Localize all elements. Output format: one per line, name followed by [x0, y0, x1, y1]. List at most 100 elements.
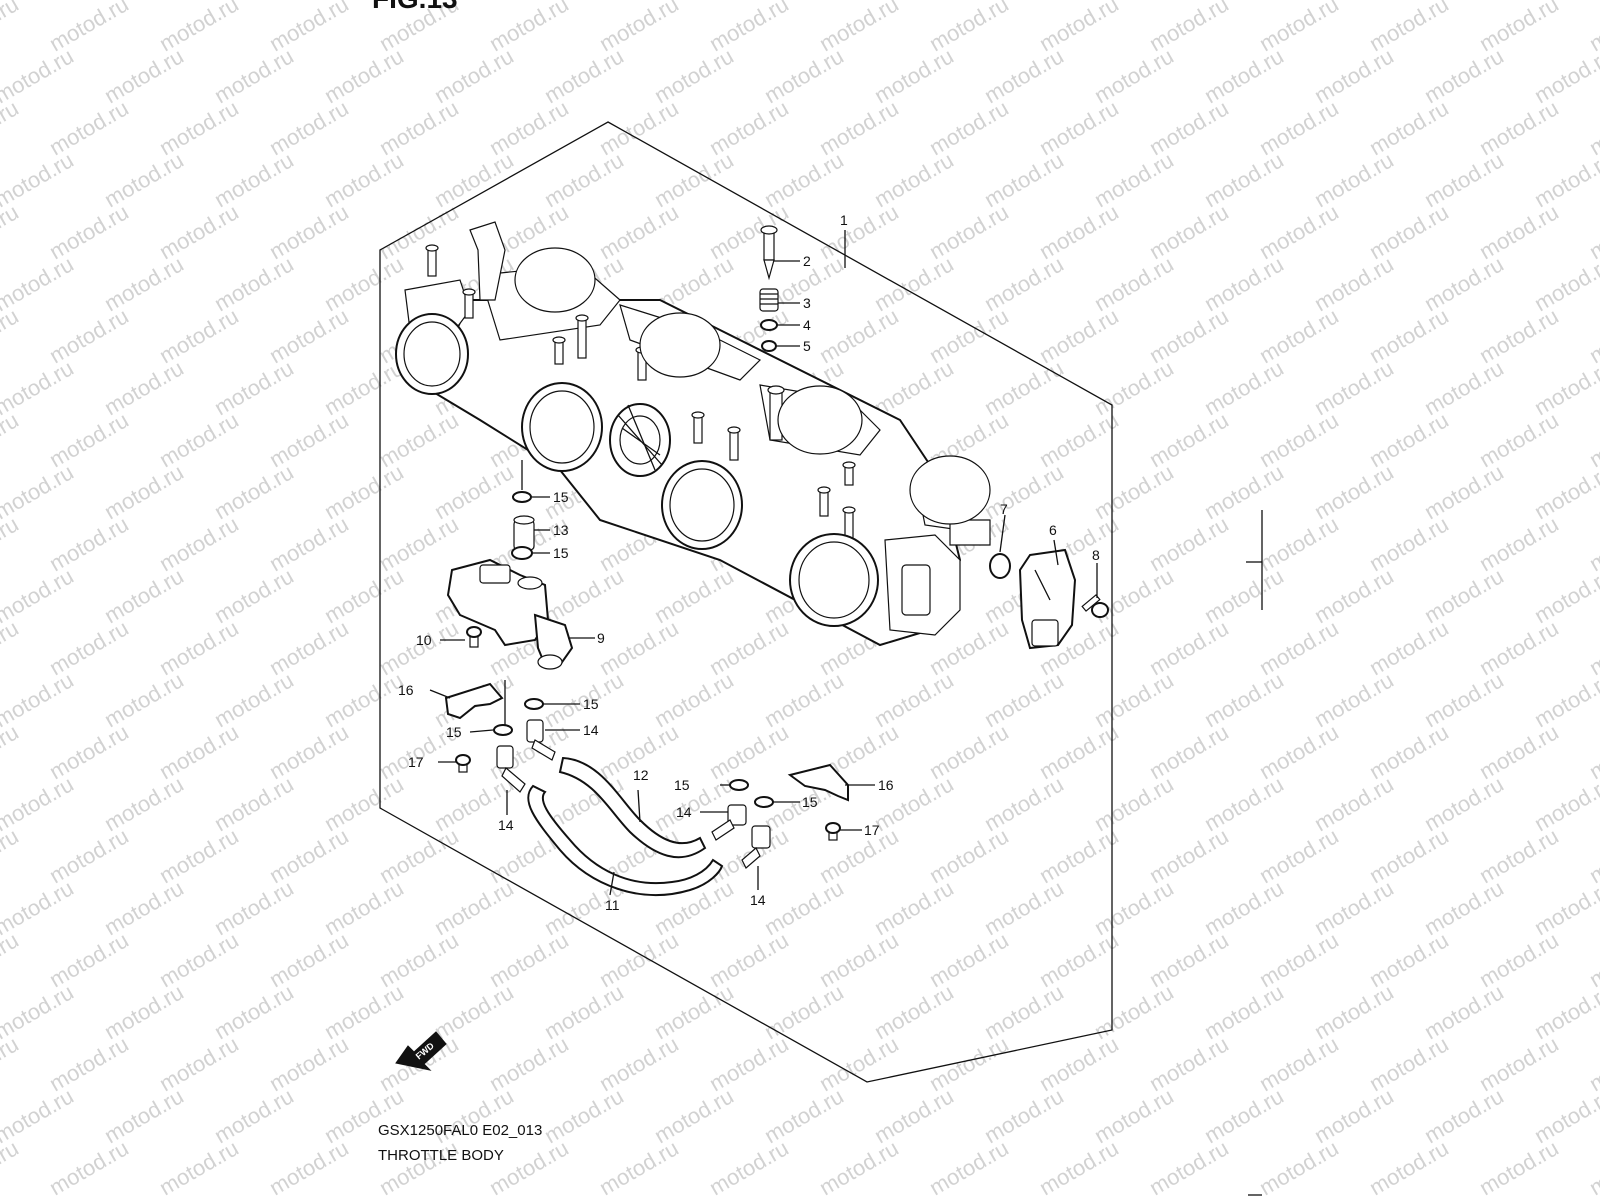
callout-6: 6 [1049, 522, 1057, 538]
watermark-text: motod.ru [1530, 459, 1600, 524]
part-15-o-ring[interactable] [512, 491, 532, 503]
callout-15: 15 [583, 696, 599, 712]
callout-4: 4 [803, 317, 811, 333]
part-17-bolt[interactable] [455, 754, 471, 773]
part-15-o-ring[interactable] [524, 698, 544, 710]
callout-11: 11 [605, 897, 620, 913]
callout-9: 9 [597, 630, 605, 646]
callout-17: 17 [408, 754, 424, 770]
watermark-text: motod.ru [0, 0, 23, 56]
part-15-o-ring[interactable] [754, 796, 774, 808]
part-4-washer[interactable] [760, 319, 778, 331]
callout-14: 14 [676, 804, 692, 820]
part-13-pipe[interactable] [513, 515, 535, 551]
watermark-text: motod.ru [0, 407, 23, 472]
figure-name: THROTTLE BODY [378, 1147, 504, 1164]
callout-15: 15 [446, 724, 462, 740]
throttle-bore [395, 313, 469, 395]
watermark-text: motod.ru [0, 303, 23, 368]
callout-14: 14 [583, 722, 599, 738]
watermark-text: motod.ru [0, 719, 23, 784]
watermark-text: motod.ru [1530, 251, 1600, 316]
callout-14: 14 [750, 892, 766, 908]
callout-8: 8 [1092, 547, 1100, 563]
watermark-text: motod.ru [0, 927, 23, 992]
callout-15: 15 [553, 489, 569, 505]
leader-lines [429, 230, 1098, 896]
callout-16: 16 [878, 777, 894, 793]
watermark-text: motod.ru [0, 95, 23, 160]
watermark-text: motod.ru [815, 1135, 903, 1200]
watermark-text: motod.ru [1365, 1135, 1453, 1200]
assembly-frame [379, 121, 1113, 1083]
watermark-text: motod.ru [0, 199, 23, 264]
throttle-body-assembly[interactable] [395, 221, 991, 647]
watermark-text: motod.ru [0, 823, 23, 888]
forward-arrow: FWD [395, 1031, 447, 1071]
part-9-isc-valve[interactable] [446, 558, 574, 670]
part-16-bracket[interactable] [444, 682, 504, 720]
watermark-text: motod.ru [0, 1031, 23, 1096]
callout-13: 13 [553, 522, 569, 538]
watermark-text: motod.ru [485, 1135, 573, 1200]
callout-12: 12 [633, 767, 649, 783]
watermark-text: motod.ru [1530, 667, 1600, 732]
part-15-o-ring[interactable] [729, 779, 749, 791]
watermark-text: motod.ru [1530, 875, 1600, 940]
watermark-text: motod.ru [1585, 1135, 1600, 1200]
part-14-elbow-fitting[interactable] [526, 719, 556, 761]
part-5-o-ring[interactable] [761, 340, 777, 352]
callout-7: 7 [1000, 501, 1008, 517]
throttle-bore [789, 533, 879, 627]
throttle-pulley [609, 403, 671, 477]
throttle-bore [661, 460, 743, 550]
callout-16: 16 [398, 682, 414, 698]
part-14-elbow-fitting[interactable] [711, 804, 747, 841]
watermark-text: motod.ru [0, 511, 23, 576]
part-8-screw[interactable] [1081, 594, 1109, 618]
model-code: GSX1250FAL0 E02_013 [378, 1122, 542, 1139]
watermark-text: motod.ru [595, 1135, 683, 1200]
watermark-text: motod.ru [45, 1135, 133, 1200]
callout-14: 14 [498, 817, 514, 833]
part-15-o-ring[interactable] [493, 724, 513, 736]
watermark-text: motod.ru [1530, 563, 1600, 628]
watermark-text: motod.ru [1530, 43, 1600, 108]
part-3-spring[interactable] [759, 288, 779, 312]
watermark-text: motod.ru [1475, 1135, 1563, 1200]
watermark-text: motod.ru [925, 1135, 1013, 1200]
part-14-elbow-fitting[interactable] [741, 825, 771, 869]
watermark-text: motod.ru [1255, 1135, 1343, 1200]
part-16-bracket[interactable] [787, 763, 849, 802]
callout-15: 15 [802, 794, 818, 810]
watermark-text: motod.ru [1530, 147, 1600, 212]
part-11-hose[interactable] [527, 784, 724, 897]
watermark-text: motod.ru [705, 1135, 793, 1200]
callouts: 1 2 3 4 5 6 7 8 9 10 11 12 13 14 14 14 1… [398, 212, 1100, 913]
callout-15: 15 [553, 545, 569, 561]
watermark-text: motod.ru [1530, 979, 1600, 1044]
part-12-hose[interactable] [558, 756, 707, 859]
throttle-bore [521, 382, 603, 472]
callout-5: 5 [803, 338, 811, 354]
figure-title: FIG.13 [372, 0, 458, 14]
part-6-throttle-position-sensor[interactable] [1018, 548, 1077, 650]
watermark-text: motod.ru [0, 1135, 23, 1200]
part-17-bolt[interactable] [825, 822, 841, 841]
callout-1: 1 [840, 212, 848, 228]
part-7-o-ring[interactable] [989, 553, 1011, 579]
watermark-text: motod.ru [265, 1135, 353, 1200]
part-14-elbow-fitting[interactable] [496, 745, 526, 793]
part-15-o-ring[interactable] [511, 546, 533, 560]
watermark-text: motod.ru [1530, 771, 1600, 836]
watermark-text: motod.ru [155, 1135, 243, 1200]
watermark-text: motod.ru [1145, 1135, 1233, 1200]
callout-17: 17 [864, 822, 880, 838]
watermark-text: motod.ru [375, 1135, 463, 1200]
part-2-screw[interactable] [760, 225, 778, 281]
watermark-text: motod.ru [0, 615, 23, 680]
callout-10: 10 [416, 632, 432, 648]
callout-2: 2 [803, 253, 811, 269]
part-10-screw[interactable] [466, 626, 482, 648]
